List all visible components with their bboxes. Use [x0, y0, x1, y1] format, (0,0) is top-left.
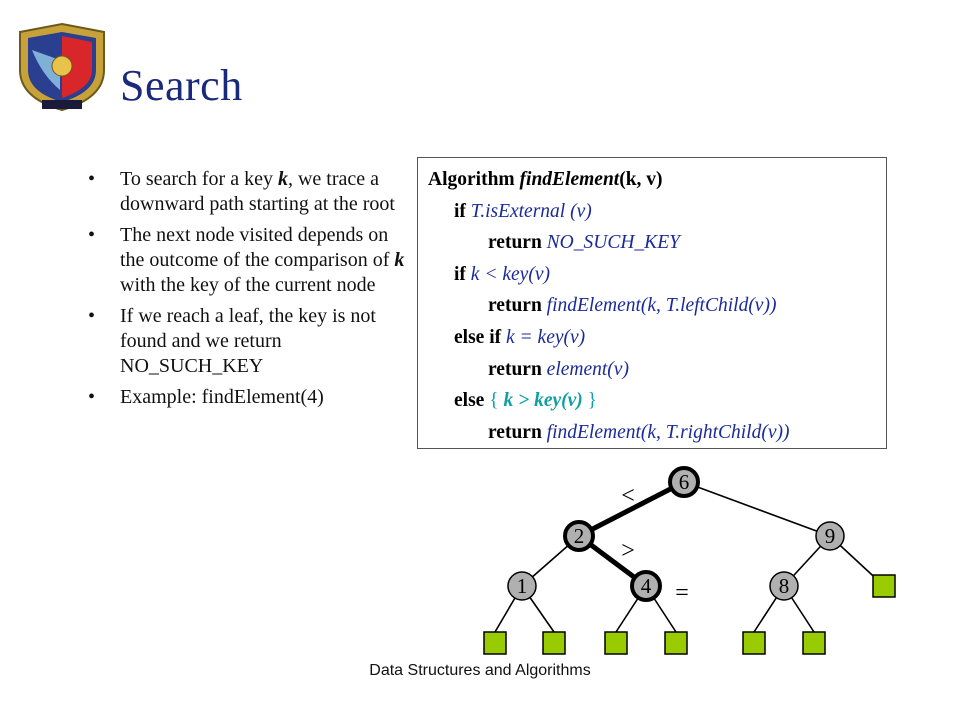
node-right [815, 521, 845, 551]
node-rl [769, 571, 799, 601]
leaf-node [742, 631, 766, 655]
leaf-node [542, 631, 566, 655]
algo-line-2: if T.isExternal (v) [454, 200, 592, 222]
bullet-item: • Example: findElement(4) [88, 386, 324, 408]
algo-line-6: else if k = key(v) [454, 326, 586, 348]
institute-logo [19, 22, 105, 112]
search-tree-diagram: 6 2 9 1 4 8 < > = [483, 466, 896, 655]
leaf-node [802, 631, 826, 655]
bullet-item: • The next node visited depends on the o… [88, 224, 405, 296]
bullet-symbol: • [88, 386, 96, 408]
edge-6-9 [683, 481, 831, 537]
node-lr-label: 4 [641, 574, 652, 598]
footer-text: Data Structures and Algorithms [369, 662, 591, 679]
node-root [668, 466, 700, 498]
slide-title: Search [120, 61, 243, 110]
algo-line-9: return findElement(k, T.rightChild(v)) [488, 421, 790, 443]
bullet-list: • To search for a key k, we trace a down… [88, 167, 408, 416]
node-ll [507, 571, 537, 601]
algo-line-1: Algorithm findElement(k, v) [428, 169, 663, 190]
equal-symbol: = [675, 580, 689, 606]
node-left-label: 2 [574, 524, 585, 548]
bullet-symbol: • [88, 168, 96, 190]
node-lr [630, 570, 662, 602]
algorithm-box: Algorithm findElement(k, v) if T.isExter… [417, 157, 887, 449]
bullet-item: • If we reach a leaf, the key is not fou… [88, 305, 376, 377]
node-root-label: 6 [679, 470, 690, 494]
leaf-node [483, 631, 507, 655]
greater-than-symbol: > [621, 538, 635, 564]
node-right-label: 9 [825, 524, 836, 548]
bullet-symbol: • [88, 224, 96, 246]
algo-line-3: return NO_SUCH_KEY [488, 232, 680, 254]
algo-line-7: return element(v) [488, 358, 629, 380]
node-ll-label: 1 [517, 574, 528, 598]
path-edge-6-2 [577, 479, 686, 539]
bullet-symbol: • [88, 305, 96, 327]
algo-line-4: if k < key(v) [454, 263, 550, 285]
leaf-node [604, 631, 628, 655]
less-than-symbol: < [621, 483, 635, 509]
node-left [563, 520, 595, 552]
bullet-item: • To search for a key k, we trace a down… [88, 168, 395, 215]
algo-line-5: return findElement(k, T.leftChild(v)) [488, 295, 777, 317]
algo-line-8: else { k > key(v) } [454, 390, 598, 412]
node-rl-label: 8 [779, 574, 790, 598]
leaf-node [664, 631, 688, 655]
leaf-node [872, 574, 896, 598]
